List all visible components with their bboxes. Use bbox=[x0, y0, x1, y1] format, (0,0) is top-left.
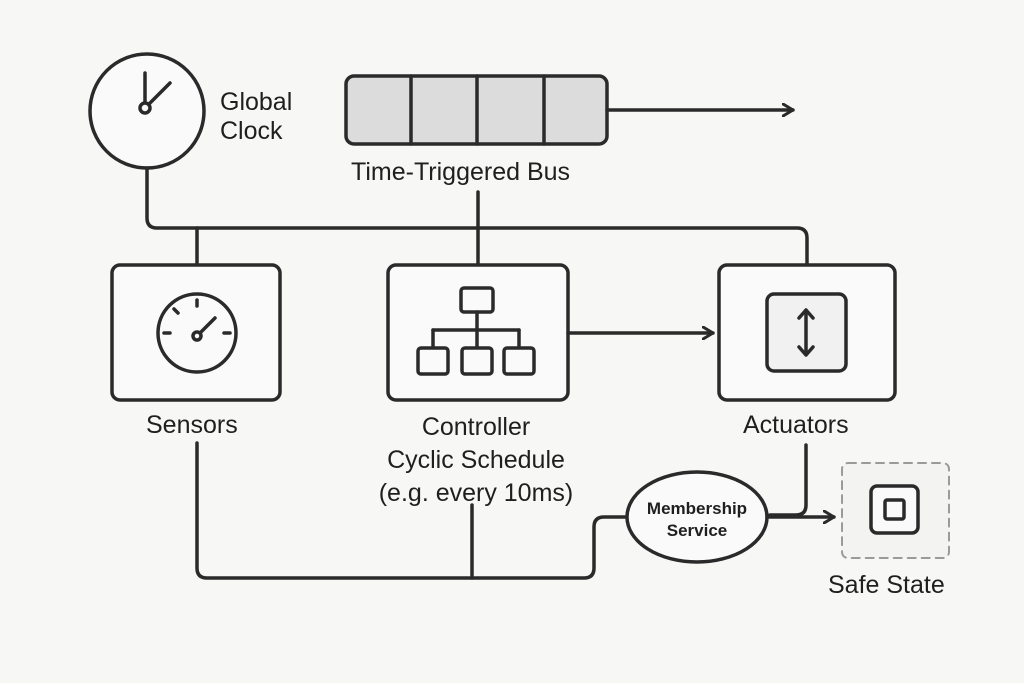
hierarchy-icon bbox=[416, 286, 536, 376]
membership-line2: Service bbox=[666, 521, 728, 540]
actuators-down-line bbox=[768, 443, 808, 517]
clock-icon bbox=[88, 52, 206, 170]
bus-label: Time-Triggered Bus bbox=[351, 158, 571, 186]
safe-state-label: Safe State bbox=[828, 571, 945, 599]
controller-label: Controller Cyclic Schedule (e.g. every 1… bbox=[360, 411, 592, 510]
controller-period: (e.g. every 10ms) bbox=[378, 479, 574, 507]
gauge-icon bbox=[156, 292, 238, 374]
actuators-label: Actuators bbox=[743, 411, 849, 439]
global-clock-label-line1: Global bbox=[220, 88, 293, 116]
actuator-updown-icon bbox=[765, 292, 848, 373]
sensors-label: Sensors bbox=[146, 411, 238, 439]
feedback-bus-line bbox=[195, 441, 630, 580]
membership-line1: Membership bbox=[646, 499, 748, 518]
safe-state-square-icon bbox=[869, 484, 920, 535]
controller-schedule: Cyclic Schedule bbox=[387, 446, 565, 474]
membership-service-label: Membership Service bbox=[627, 498, 767, 542]
controller-title: Controller bbox=[421, 413, 531, 441]
global-clock-label: Global Clock bbox=[220, 88, 292, 146]
global-clock-label-line2: Clock bbox=[220, 117, 283, 145]
bus-slots bbox=[344, 74, 609, 146]
